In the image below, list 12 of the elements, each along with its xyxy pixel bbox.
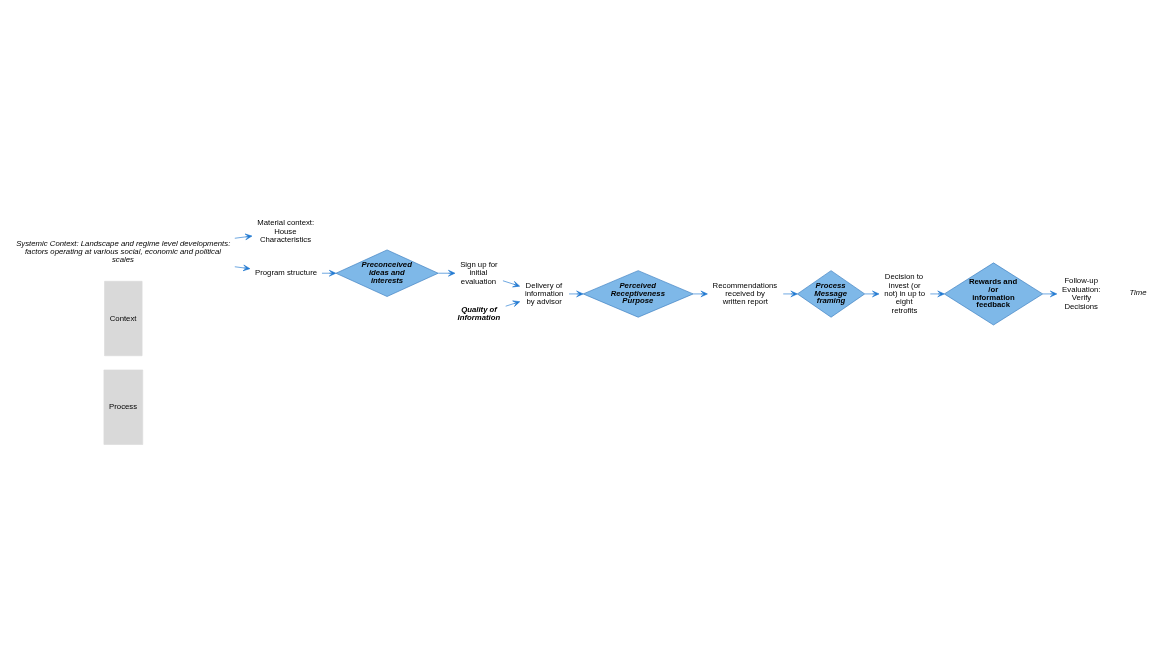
arrow <box>502 279 520 287</box>
arrow <box>1042 290 1058 297</box>
arrow <box>692 290 708 297</box>
arrow <box>234 264 251 271</box>
arrow <box>782 290 798 297</box>
arrow <box>864 290 880 297</box>
arrow <box>929 290 945 297</box>
arrow <box>568 290 584 297</box>
arrow <box>321 269 337 276</box>
arrow <box>234 233 253 240</box>
arrow <box>438 269 456 276</box>
arrow <box>505 300 521 307</box>
